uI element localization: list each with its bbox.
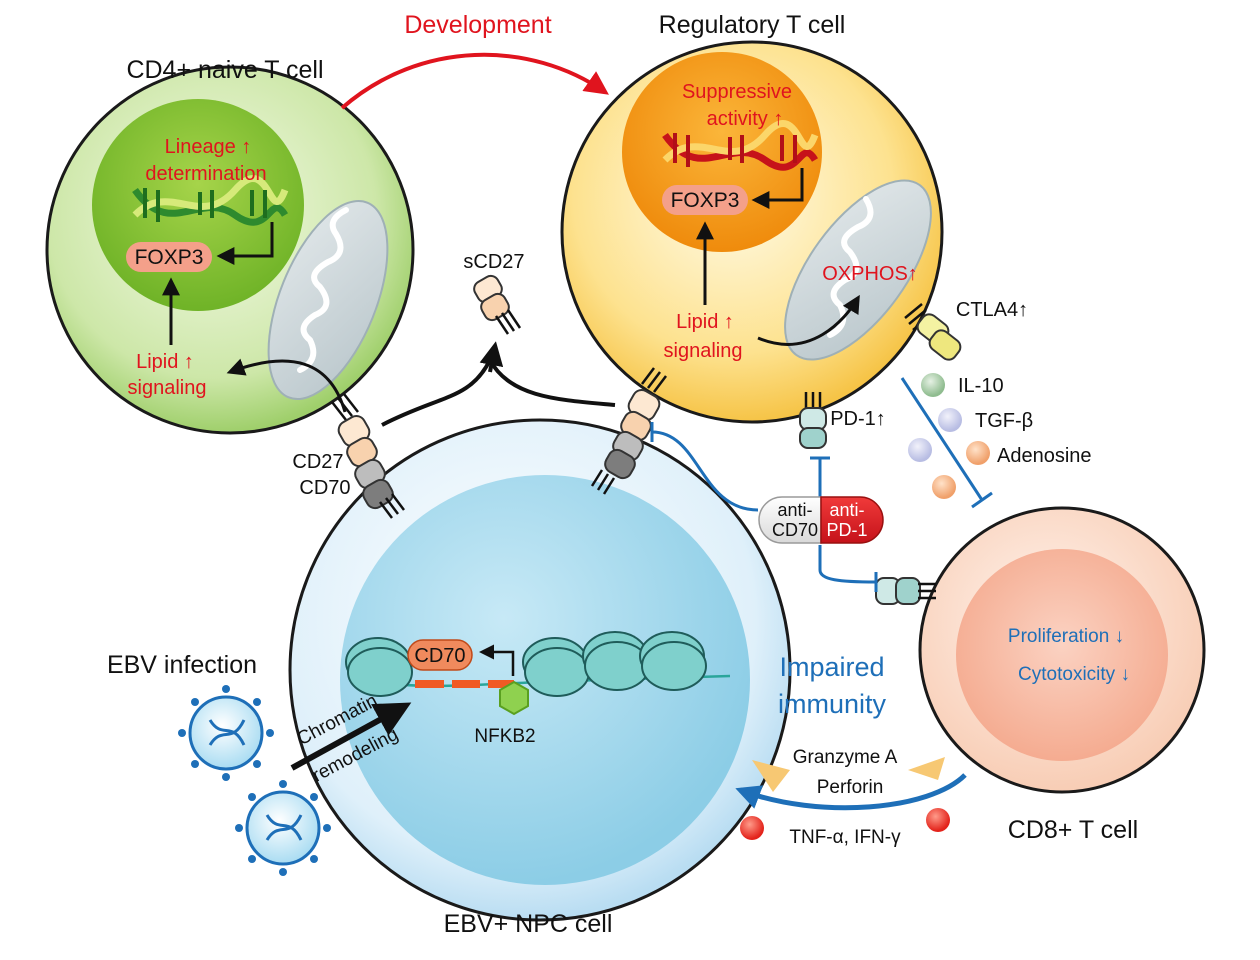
ctla4-receptor-icon [904, 303, 962, 361]
scd27-label: sCD27 [463, 251, 524, 273]
proliferation-text: Proliferation ↓ [1008, 626, 1124, 647]
cd27-label: CD27 [292, 451, 343, 473]
pd1-label: PD-1↑ [830, 408, 886, 430]
anti-cd70-block-line [651, 430, 759, 512]
anti-pd1-line1: anti- [829, 500, 864, 520]
dna-helix-icon [662, 120, 819, 171]
signaling-treg-text: signaling [664, 340, 743, 362]
granzyme-label: Granzyme A [793, 747, 898, 768]
foxp3-treg-arrow [751, 168, 804, 209]
cd70-label: CD70 [299, 477, 350, 499]
ctla4-label: CTLA4↑ [956, 299, 1028, 321]
antibody-pill: anti- CD70 anti- PD-1 [758, 496, 884, 544]
immunity-text: immunity [778, 689, 887, 719]
foxp3-naive-arrow [216, 222, 274, 265]
oxphos-text: OXPHOS↑ [822, 263, 918, 285]
naive-t-cell: Lineage ↑ determination FOXP3 Lipid ↑ si… [45, 65, 415, 435]
perforin-triangle-icon [908, 757, 945, 780]
activity-text: activity ↑ [707, 108, 784, 130]
ifn-ball-icon [926, 808, 950, 832]
mitochondrion-icon [267, 199, 389, 401]
suppressive-text: Suppressive [682, 81, 792, 103]
nfkb2-label: NFKB2 [474, 726, 535, 747]
cd27-cleavage-path [381, 355, 616, 427]
adenosine-ball-icon [966, 441, 990, 465]
tnf-ifn-label: TNF-α, IFN-γ [789, 827, 901, 848]
lipid-to-oxphos-arrow [757, 294, 860, 346]
lineage-text: Lineage ↑ [165, 136, 252, 158]
nfkb2-to-cd70-arrow [479, 644, 515, 676]
nucleosome-icon [345, 631, 707, 697]
scd27-icon [473, 274, 522, 335]
treg-cell: Suppressive activity ↑ FOXP3 Lipid ↑ sig… [560, 40, 944, 424]
signaling-naive-text: signaling [128, 377, 207, 399]
lipid-treg-text: Lipid ↑ [676, 311, 734, 333]
tgfb-ball-icon [938, 408, 962, 432]
treg-cell-title: Regulatory T cell [659, 11, 846, 39]
ebv-virus-icon [178, 685, 274, 781]
tgfb-label: TGF-β [975, 410, 1033, 432]
cd27-cd70-right-complex [590, 367, 667, 495]
cd8-cell-title: CD8+ T cell [1008, 816, 1138, 844]
foxp3-naive-label: FOXP3 [135, 246, 204, 269]
anti-cd70-line2: CD70 [772, 520, 818, 540]
perforin-label: Perforin [817, 777, 884, 798]
foxp3-treg-box [662, 185, 748, 215]
ebv-virus-icon [235, 780, 331, 876]
naive-cell-title: CD4+ naive T cell [126, 56, 323, 84]
cytokine-inhibition-line [900, 377, 984, 501]
impaired-text: Impaired [779, 652, 884, 682]
npc-cell: CD70 NFKB2 [288, 418, 792, 922]
determination-text: determination [145, 163, 266, 185]
chromatin-remodeling-arrow [290, 702, 412, 771]
foxp3-treg-label: FOXP3 [671, 189, 740, 212]
cd27-to-lipid-arrow [226, 358, 347, 413]
development-arrow [340, 52, 609, 110]
cd70-gene-box [407, 639, 473, 671]
adenosine-ball-icon [932, 475, 956, 499]
cytotoxic-attack-arrow [735, 773, 967, 811]
cd8-t-cell: Proliferation ↓ Cytotoxicity ↓ [918, 506, 1206, 794]
anti-pd1-cd8-block-line [818, 545, 877, 584]
pd1-cd8-receptor-icon [875, 577, 936, 605]
mitochondrion-icon [784, 179, 932, 361]
cytotoxicity-text: Cytotoxicity ↓ [1018, 664, 1130, 685]
lipid-naive-text: Lipid ↑ [136, 351, 194, 373]
il10-ball-icon [921, 373, 945, 397]
nfkb2-icon [499, 680, 529, 716]
anti-pd1-line2: PD-1 [826, 520, 867, 540]
pd1-treg-receptor-icon [799, 392, 827, 449]
development-label: Development [404, 11, 551, 39]
tnf-ball-icon [740, 816, 764, 840]
granzyme-triangle-icon [752, 760, 790, 792]
cd27-cd70-left-complex [331, 393, 405, 519]
anti-cd70-line1: anti- [777, 500, 812, 520]
adenosine-label: Adenosine [997, 445, 1092, 467]
scd27-release-arrow [479, 341, 504, 373]
npc-cell-title: EBV+ NPC cell [444, 910, 613, 938]
tgfb-ball-icon [908, 438, 932, 462]
cd70-gene-label: CD70 [414, 645, 465, 667]
foxp3-naive-box [126, 242, 212, 272]
dna-helix-icon [132, 175, 289, 226]
ebv-infection-label: EBV infection [107, 651, 257, 679]
il10-label: IL-10 [958, 375, 1004, 397]
